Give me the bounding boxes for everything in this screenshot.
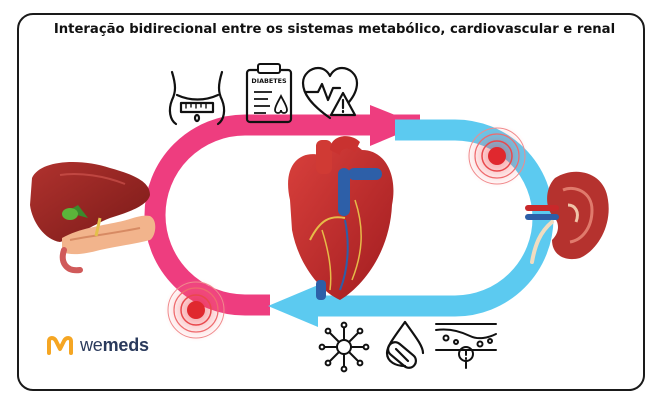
artery-plaque-icon xyxy=(435,323,497,369)
diabetes-label: DIABETES xyxy=(251,77,287,85)
diabetes-report-icon: DIABETES xyxy=(245,63,293,124)
pulse-marker-left xyxy=(164,278,228,342)
pulse-marker-right xyxy=(465,124,529,188)
wemeds-logo-mark xyxy=(47,336,73,355)
heart-warning-icon xyxy=(301,66,359,120)
diagram-title: Interação bidirecional entre os sistemas… xyxy=(53,22,616,37)
wemeds-logo: wemeds xyxy=(46,333,149,357)
blue-arrowhead xyxy=(268,285,318,327)
molecule-icon xyxy=(318,321,370,373)
wemeds-wordmark: wemeds xyxy=(80,334,149,355)
heart-illustration xyxy=(288,136,394,300)
drop-pill-icon xyxy=(385,320,425,369)
waist-measure-icon xyxy=(168,70,226,126)
liver-pancreas-illustration xyxy=(30,162,156,274)
kidney-illustration xyxy=(525,171,609,264)
